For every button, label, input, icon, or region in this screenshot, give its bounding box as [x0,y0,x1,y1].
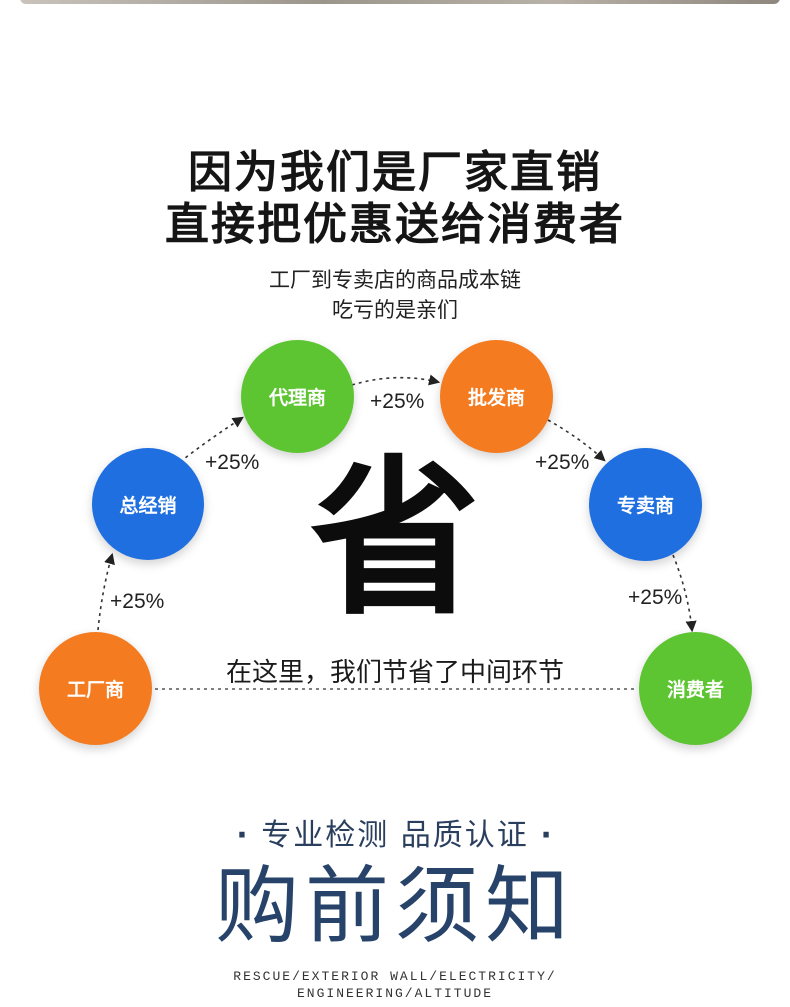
markup-retailer-to-consumer: +25% [628,586,683,609]
arrow-retailer-to-consumer [672,554,697,633]
markup-agent-to-wholesaler: +25% [370,390,425,413]
saving-statement: 在这里，我们节省了中间环节 [225,658,564,688]
top-image-strip [20,0,780,4]
quality-tagline: · 专业检测 品质认证 · [0,810,790,854]
tagline-text: 专业检测 品质认证 [261,818,529,853]
subheadline-line-2: 吃亏的是亲们 [332,298,458,322]
node-wholesaler: 批发商 [440,340,553,453]
english-caption-line-2: ENGINEERING/ALTITUDE [296,986,494,1001]
english-caption-line-1: RESCUE/EXTERIOR WALL/ELECTRICITY/ [233,969,557,984]
node-agent: 代理商 [241,340,354,453]
arrow-agent-to-wholesaler [351,374,441,386]
markup-factory-to-distributor: +25% [110,590,165,613]
tagline-dot-left: · [236,818,250,853]
headline-line-1: 因为我们是厂家直销 [188,147,602,198]
subheadline-line-1: 工厂到专卖店的商品成本链 [269,268,521,292]
purchase-notice-title: 购前须知 [214,857,575,955]
node-consumer: 消费者 [639,632,752,745]
markup-wholesaler-to-retailer: +25% [535,451,590,474]
tagline-dot-right: · [540,818,554,853]
node-factory: 工厂商 [39,632,152,745]
arrow-distributor-to-agent [179,416,244,463]
headline-line-2: 直接把优惠送给消费者 [165,199,625,250]
arrow-factory-to-distributor [97,552,115,631]
node-retailer: 专卖商 [589,448,702,561]
markup-distributor-to-agent: +25% [205,451,260,474]
arrow-wholesaler-to-retailer [547,419,606,462]
save-character: 省 [309,441,480,639]
node-distributor: 总经销 [92,448,204,560]
